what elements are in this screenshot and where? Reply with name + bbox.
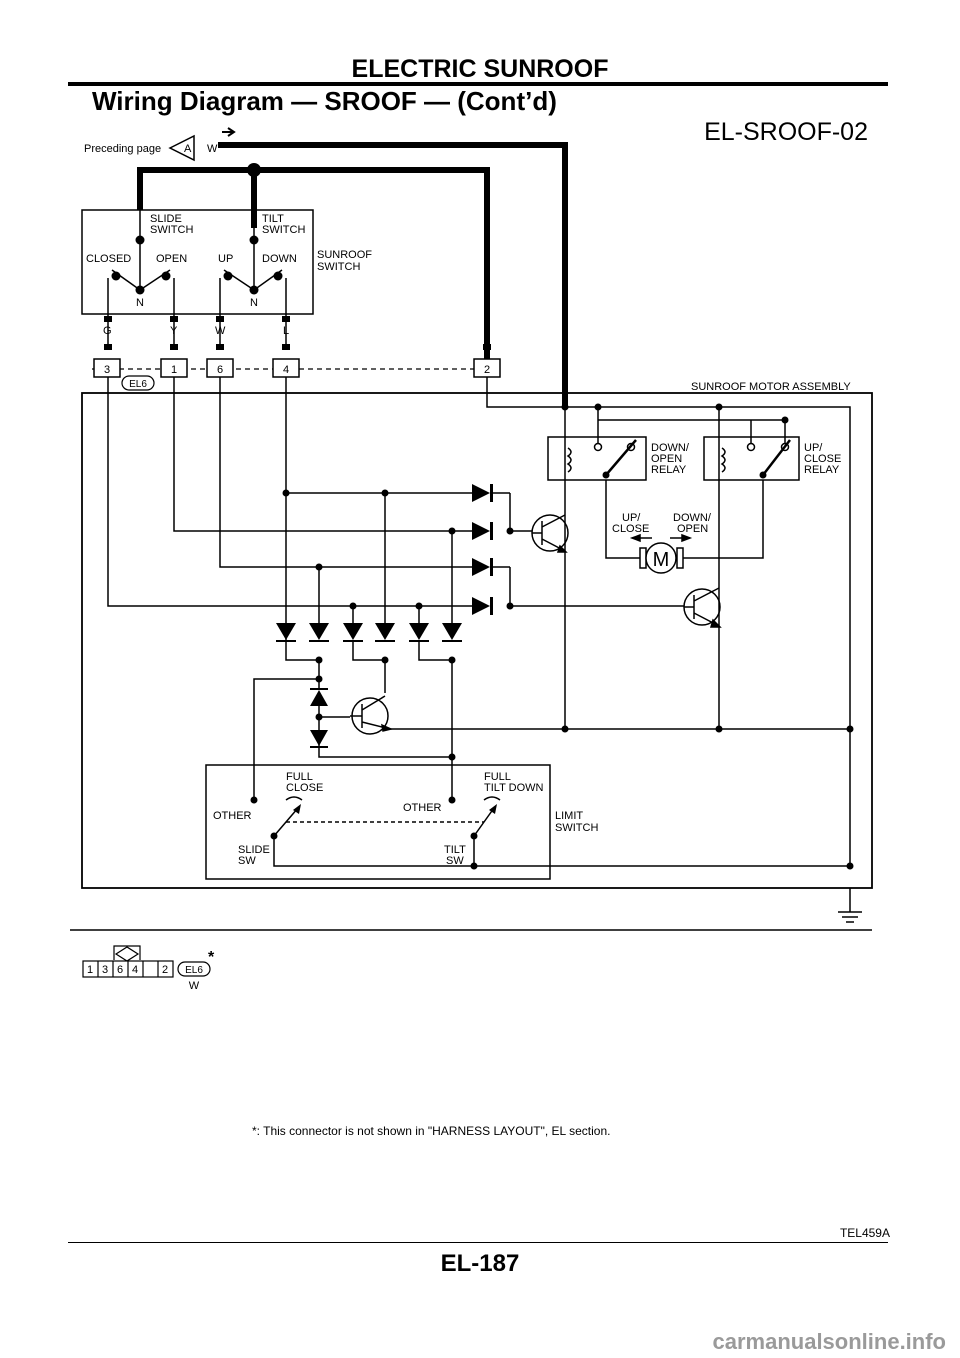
transistor-2	[683, 587, 722, 628]
svg-text:3: 3	[104, 364, 110, 376]
connector-id: EL6	[129, 379, 147, 390]
svg-text:CLOSE: CLOSE	[286, 782, 323, 794]
svg-text:OPEN: OPEN	[651, 453, 682, 465]
svg-text:DOWN/: DOWN/	[651, 442, 690, 454]
svg-text:SW: SW	[238, 855, 256, 867]
up-close-relay: UP/ CLOSE RELAY	[703, 436, 841, 481]
svg-text:N: N	[250, 297, 258, 309]
svg-text:DOWN/: DOWN/	[673, 512, 712, 524]
control-circuit	[107, 377, 851, 866]
svg-text:2: 2	[484, 364, 490, 376]
motor-assembly-box	[81, 392, 873, 889]
svg-text:SLIDE: SLIDE	[238, 844, 270, 856]
preceding-page-ref: Preceding page A W	[84, 127, 236, 162]
svg-text:FULL: FULL	[286, 771, 313, 783]
sunroof-switch-label: SUNROOF	[317, 249, 372, 261]
transistor-1	[531, 514, 569, 553]
svg-text:SW: SW	[446, 855, 464, 867]
footer-rule	[68, 1242, 888, 1243]
bus-diodes	[276, 623, 462, 748]
svg-text:M: M	[653, 549, 670, 571]
svg-text:FULL: FULL	[484, 771, 511, 783]
page-subtitle: Wiring Diagram — SROOF — (Cont’d)	[92, 86, 557, 116]
svg-text:1: 1	[87, 964, 93, 976]
svg-text:OTHER: OTHER	[213, 810, 252, 822]
svg-text:W: W	[189, 980, 200, 992]
steering-diodes	[472, 484, 493, 615]
svg-text:LIMIT: LIMIT	[555, 810, 583, 822]
svg-text:SWITCH: SWITCH	[262, 224, 305, 236]
svg-text:DOWN: DOWN	[262, 253, 297, 265]
svg-text:UP/: UP/	[804, 442, 823, 454]
svg-text:UP: UP	[218, 253, 233, 265]
svg-text:OTHER: OTHER	[403, 802, 442, 814]
power-feed-wires	[137, 142, 568, 408]
wire-color-labels: G Y W L	[103, 325, 289, 337]
preceding-page-label: Preceding page	[84, 143, 161, 155]
open-arrow-icon	[670, 533, 693, 543]
svg-text:CLOSE: CLOSE	[804, 453, 841, 465]
ground-symbol	[838, 888, 862, 923]
preceding-connector: A	[184, 143, 192, 155]
sunroof-switch: SLIDE SWITCH TILT SWITCH SUNROOF SWITCH …	[81, 209, 372, 318]
close-arrow-icon	[629, 533, 652, 543]
svg-text:SLIDE: SLIDE	[150, 213, 182, 225]
asterisk-mark: *	[208, 949, 215, 966]
svg-text:SWITCH: SWITCH	[317, 261, 360, 273]
svg-text:RELAY: RELAY	[651, 464, 687, 476]
svg-text:SWITCH: SWITCH	[150, 224, 193, 236]
svg-text:EL6: EL6	[185, 965, 203, 976]
transistor-3	[350, 695, 394, 735]
sunroof-motor: UP/ CLOSE DOWN/ OPEN M	[612, 512, 712, 574]
figure-id: TEL459A	[839, 1226, 890, 1240]
svg-text:2: 2	[162, 964, 168, 976]
page-number: EL-187	[440, 1250, 520, 1277]
motor-icon	[645, 542, 677, 574]
svg-text:OPEN: OPEN	[156, 253, 187, 265]
svg-text:4: 4	[283, 364, 289, 376]
svg-text:UP/: UP/	[622, 512, 641, 524]
svg-text:4: 4	[132, 964, 138, 976]
svg-text:SWITCH: SWITCH	[555, 822, 598, 834]
svg-text:TILT DOWN: TILT DOWN	[484, 782, 544, 794]
svg-text:CLOSE: CLOSE	[612, 523, 649, 535]
svg-text:CLOSED: CLOSED	[86, 253, 131, 265]
motor-assembly-title: SUNROOF MOTOR ASSEMBLY	[691, 381, 851, 393]
svg-text:TILT: TILT	[262, 213, 284, 225]
junction-dots	[282, 403, 854, 870]
limit-switch: LIMIT SWITCH FULL CLOSE FULL TILT DOWN O…	[205, 764, 850, 880]
svg-text:3: 3	[102, 964, 108, 976]
down-open-relay: DOWN/ OPEN RELAY	[547, 436, 690, 481]
svg-text:N: N	[136, 297, 144, 309]
watermark: carmanualsonline.info	[712, 1329, 947, 1354]
svg-text:OPEN: OPEN	[677, 523, 708, 535]
connector-el6: 3 1 6 4 2 EL6	[92, 358, 501, 391]
footnote: *: This connector is not shown in "HARNE…	[252, 1124, 611, 1138]
header-top-rule	[68, 82, 888, 86]
connector-flag-icon	[168, 134, 195, 162]
svg-text:6: 6	[117, 964, 123, 976]
section-title: ELECTRIC SUNROOF	[351, 55, 609, 83]
svg-text:RELAY: RELAY	[804, 464, 840, 476]
diagram-id: EL-SROOF-02	[704, 118, 868, 146]
continue-arrow-icon	[222, 127, 236, 137]
connector-face-el6: 1 3 6 4 2 EL6 * W	[82, 945, 215, 992]
preceding-wire: W	[207, 143, 218, 155]
svg-text:6: 6	[217, 364, 223, 376]
svg-text:1: 1	[171, 364, 177, 376]
svg-text:TILT: TILT	[444, 844, 466, 856]
